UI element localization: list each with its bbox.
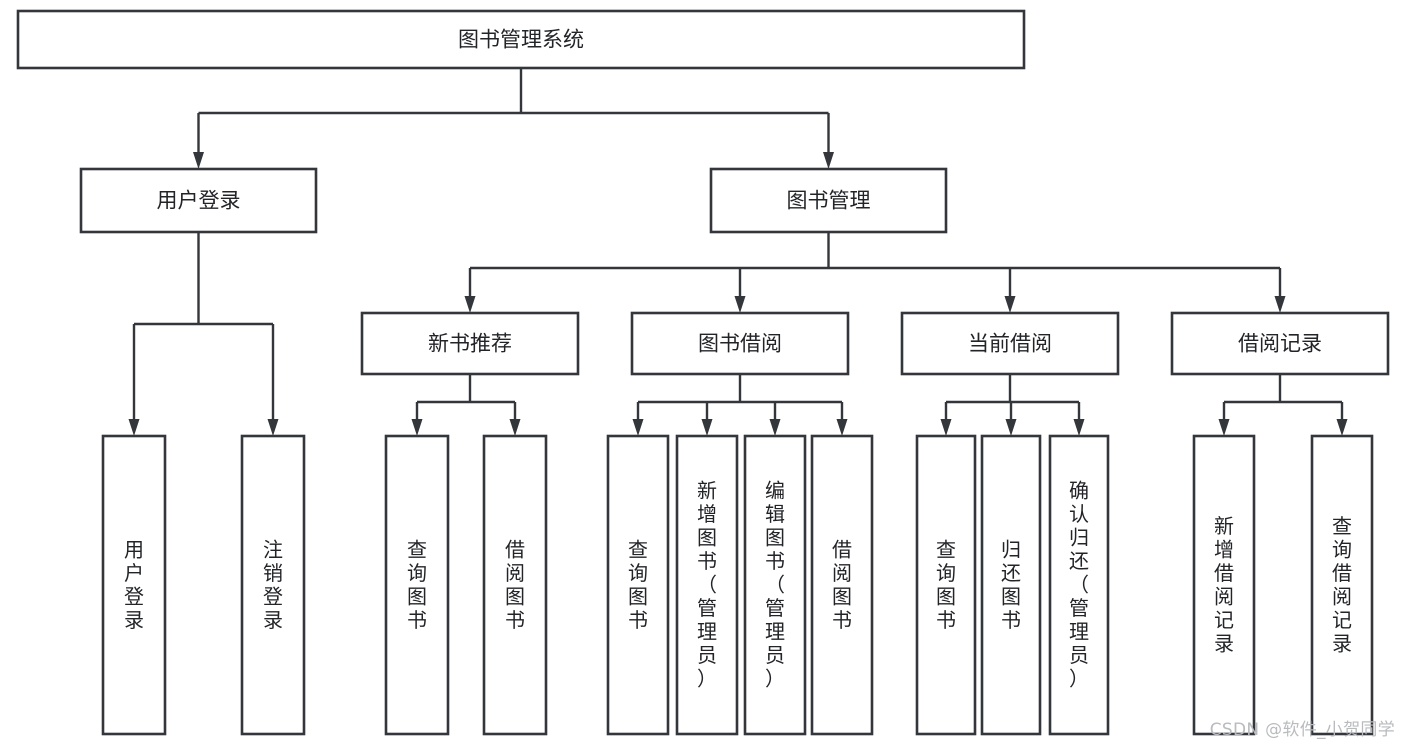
node-label-leaf-add-record: 新增借阅记录 xyxy=(1214,514,1234,656)
arrow-head-icon xyxy=(1073,419,1085,436)
node-borrow-record[interactable]: 借阅记录 xyxy=(1170,311,1390,376)
connector-layer xyxy=(128,68,1348,436)
arrow-head-icon xyxy=(734,296,746,313)
node-box-book-manage xyxy=(709,167,948,234)
node-label-root: 图书管理系统 xyxy=(458,28,584,52)
arrow-head-icon xyxy=(267,419,279,436)
node-leaf-return-book[interactable]: 归还图书 xyxy=(980,434,1042,736)
node-label-new-book-rec: 新书推荐 xyxy=(428,332,512,356)
node-leaf-query-record[interactable]: 查询借阅记录 xyxy=(1310,434,1374,736)
arrow-head-icon xyxy=(769,419,781,436)
arrow-head-icon xyxy=(701,419,713,436)
node-box-user-login xyxy=(79,167,318,234)
arrow-head-icon xyxy=(128,419,140,436)
edge-group-root xyxy=(193,68,834,169)
node-box-leaf-add-record xyxy=(1192,434,1256,736)
node-box-root xyxy=(16,9,1026,70)
node-book-borrow[interactable]: 图书借阅 xyxy=(630,311,850,376)
arrow-head-icon xyxy=(940,419,952,436)
arrow-head-icon xyxy=(1218,419,1230,436)
node-leaf-query-book-2[interactable]: 查询图书 xyxy=(606,434,670,736)
edge-group-book-manage xyxy=(464,232,1286,313)
arrow-head-icon xyxy=(509,419,521,436)
node-label-leaf-borrow-book-2: 借阅图书 xyxy=(832,537,852,632)
node-box-leaf-query-record xyxy=(1310,434,1374,736)
arrow-head-icon xyxy=(1336,419,1348,436)
node-label-book-borrow: 图书借阅 xyxy=(698,332,782,356)
node-label-leaf-query-book-2: 查询图书 xyxy=(628,537,648,632)
node-leaf-confirm-return[interactable]: 确认归还（管理员） xyxy=(1048,434,1110,736)
arrow-head-icon xyxy=(836,419,848,436)
node-box-leaf-edit-book xyxy=(743,434,807,736)
arrow-head-icon xyxy=(1005,419,1017,436)
node-leaf-add-record[interactable]: 新增借阅记录 xyxy=(1192,434,1256,736)
node-label-leaf-user-login: 用户登录 xyxy=(124,537,144,632)
node-box-leaf-borrow-book-1 xyxy=(482,434,548,736)
node-box-current-borrow xyxy=(900,311,1120,376)
node-leaf-query-book-1[interactable]: 查询图书 xyxy=(384,434,450,736)
watermark-label: CSDN @软件_小贺同学 xyxy=(1209,720,1395,740)
node-label-leaf-add-book: 新增图书（管理员） xyxy=(697,479,717,691)
node-leaf-add-book[interactable]: 新增图书（管理员） xyxy=(675,434,739,736)
arrow-head-icon xyxy=(464,296,476,313)
node-leaf-edit-book[interactable]: 编辑图书（管理员） xyxy=(743,434,807,736)
node-label-leaf-borrow-book-1: 借阅图书 xyxy=(505,537,525,632)
node-box-leaf-confirm-return xyxy=(1048,434,1110,736)
node-leaf-user-logout[interactable]: 注销登录 xyxy=(240,434,306,736)
arrow-head-icon xyxy=(411,419,423,436)
node-label-leaf-edit-book: 编辑图书（管理员） xyxy=(765,479,785,691)
node-leaf-user-login[interactable]: 用户登录 xyxy=(101,434,167,736)
node-new-book-rec[interactable]: 新书推荐 xyxy=(360,311,580,376)
node-box-book-borrow xyxy=(630,311,850,376)
arrow-head-icon xyxy=(823,152,834,169)
edge-group-book-borrow xyxy=(632,374,848,436)
node-user-login[interactable]: 用户登录 xyxy=(79,167,318,234)
node-box-leaf-add-book xyxy=(675,434,739,736)
node-label-leaf-return-book: 归还图书 xyxy=(1001,537,1021,632)
node-label-leaf-query-book-1: 查询图书 xyxy=(407,537,427,632)
node-label-book-manage: 图书管理 xyxy=(787,189,871,213)
node-box-leaf-user-logout xyxy=(240,434,306,736)
node-leaf-borrow-book-2[interactable]: 借阅图书 xyxy=(810,434,874,736)
arrow-head-icon xyxy=(1274,296,1286,313)
arrow-head-icon xyxy=(1004,296,1016,313)
node-label-leaf-query-record: 查询借阅记录 xyxy=(1332,514,1352,656)
node-label-borrow-record: 借阅记录 xyxy=(1238,332,1322,356)
node-label-user-login: 用户登录 xyxy=(157,189,241,213)
node-label-leaf-user-logout: 注销登录 xyxy=(263,537,283,632)
node-label-current-borrow: 当前借阅 xyxy=(968,332,1052,356)
node-box-leaf-borrow-book-2 xyxy=(810,434,874,736)
arrow-head-icon xyxy=(193,152,204,169)
node-current-borrow[interactable]: 当前借阅 xyxy=(900,311,1120,376)
node-box-leaf-user-login xyxy=(101,434,167,736)
edge-group-current-borrow xyxy=(940,374,1085,436)
node-box-leaf-return-book xyxy=(980,434,1042,736)
node-leaf-query-book-3[interactable]: 查询图书 xyxy=(915,434,977,736)
node-box-borrow-record xyxy=(1170,311,1390,376)
node-leaf-borrow-book-1[interactable]: 借阅图书 xyxy=(482,434,548,736)
edge-group-user-login xyxy=(128,232,279,436)
arrow-head-icon xyxy=(632,419,644,436)
node-root[interactable]: 图书管理系统 xyxy=(16,9,1026,70)
node-box-leaf-query-book-3 xyxy=(915,434,977,736)
node-label-leaf-confirm-return: 确认归还（管理员） xyxy=(1069,479,1089,691)
edge-group-new-book-rec xyxy=(411,374,521,436)
node-book-manage[interactable]: 图书管理 xyxy=(709,167,948,234)
edge-group-borrow-record xyxy=(1218,374,1348,436)
node-layer: 图书管理系统用户登录图书管理新书推荐图书借阅当前借阅借阅记录用户登录注销登录查询… xyxy=(16,9,1390,736)
node-box-new-book-rec xyxy=(360,311,580,376)
node-box-leaf-query-book-2 xyxy=(606,434,670,736)
node-label-leaf-query-book-3: 查询图书 xyxy=(936,537,956,632)
node-box-leaf-query-book-1 xyxy=(384,434,450,736)
